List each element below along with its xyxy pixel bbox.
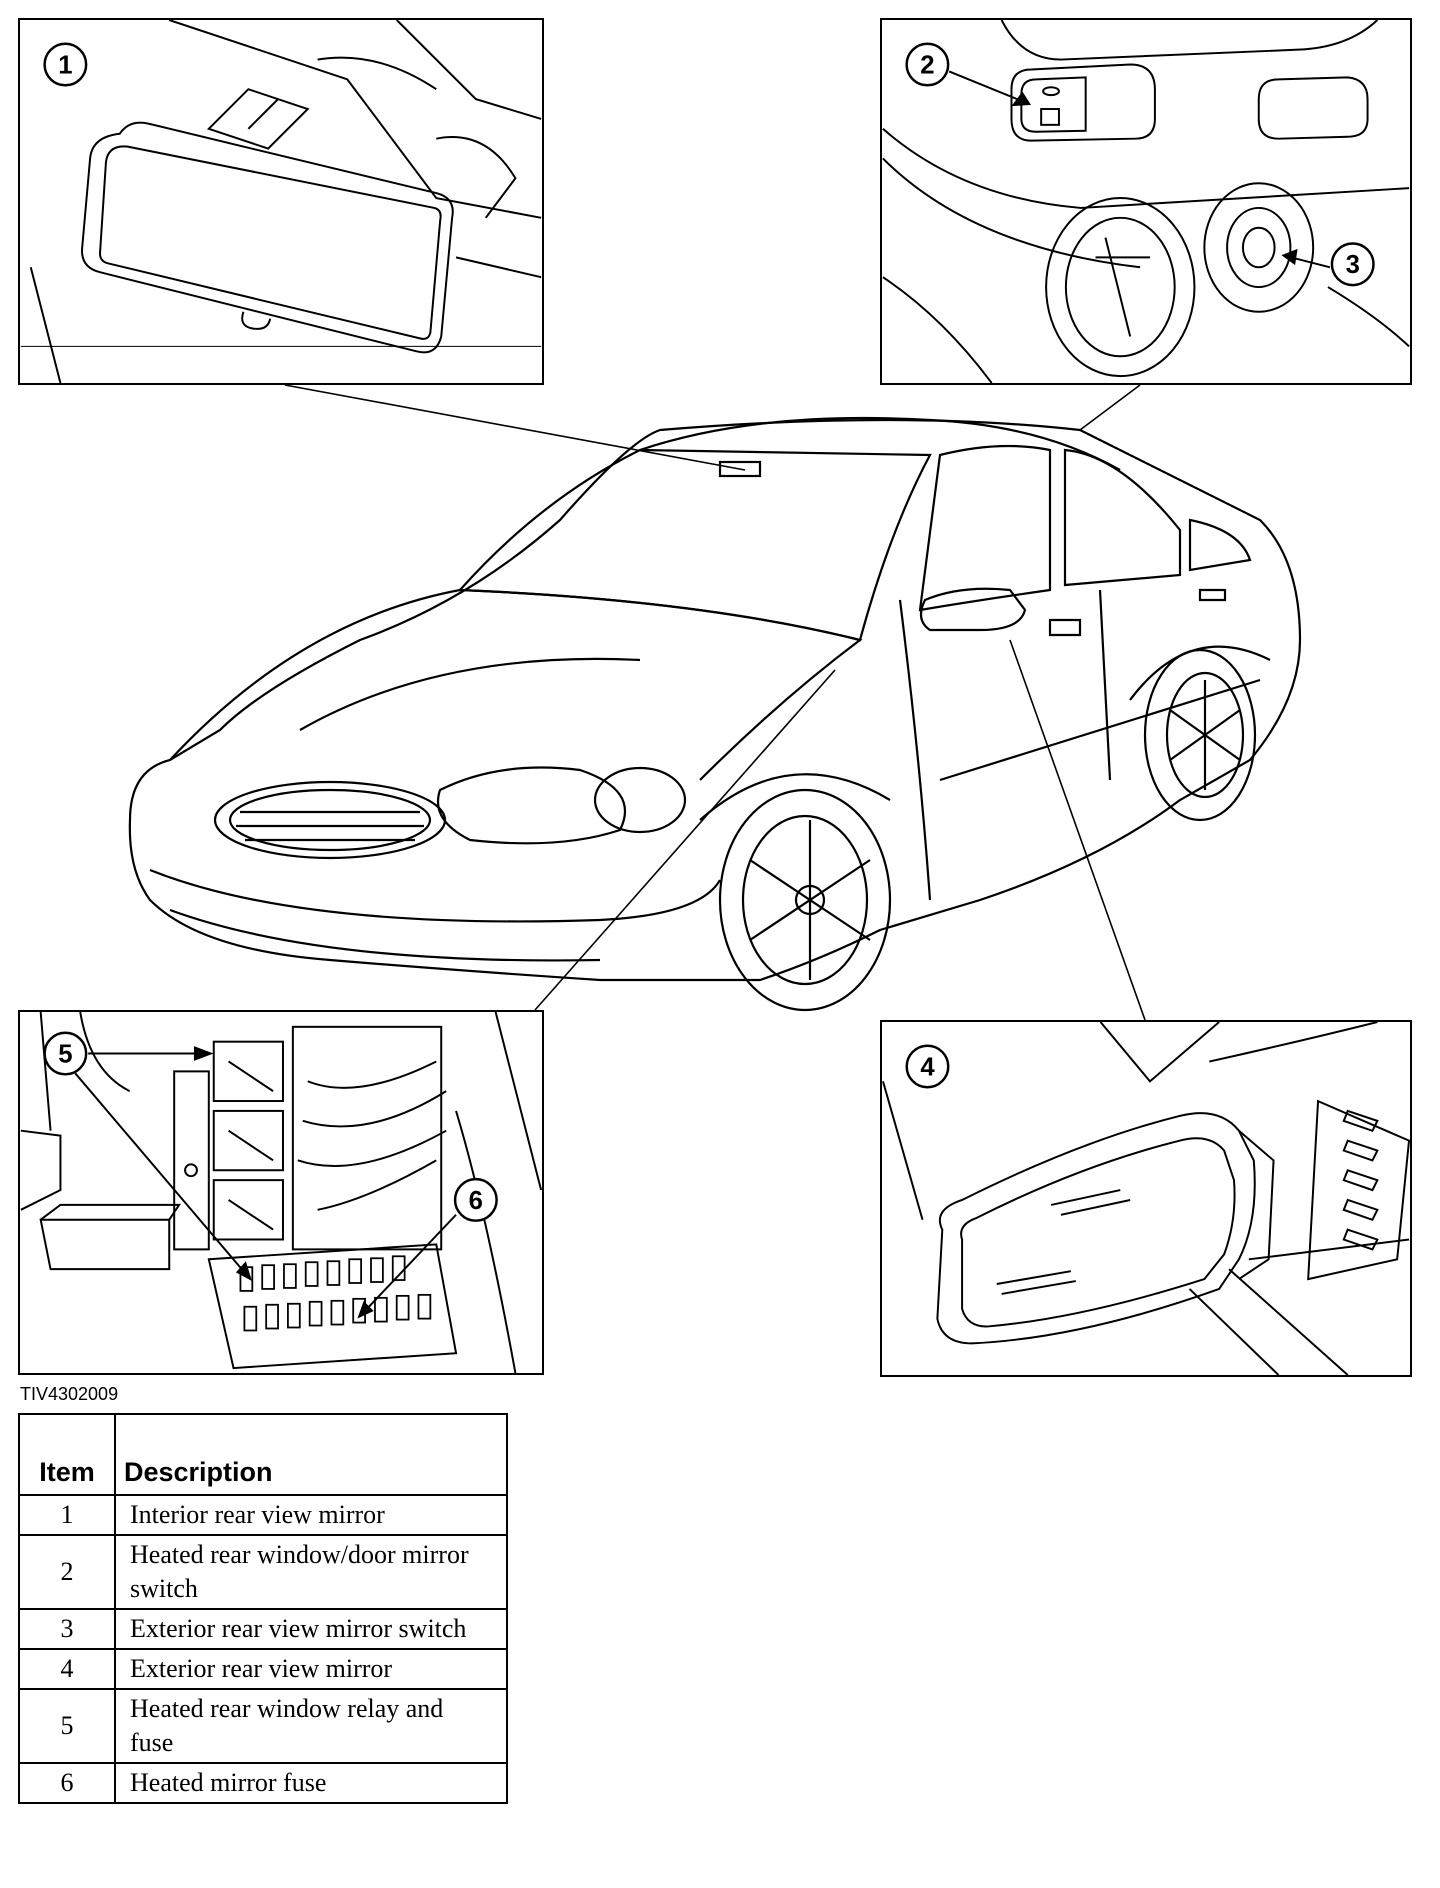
- table-row: 3 Exterior rear view mirror switch: [18, 1608, 508, 1650]
- detail-panel-fuse-box: 5 6: [18, 1010, 544, 1375]
- callout-3: 3: [1330, 242, 1375, 287]
- callout-1: 1: [43, 42, 88, 87]
- legend-item-description: Interior rear view mirror: [114, 1494, 508, 1536]
- table-row: 5 Heated rear window relay and fuse: [18, 1688, 508, 1764]
- legend-header-item: Item: [18, 1413, 116, 1496]
- figure-id: TIV4302009: [20, 1384, 119, 1404]
- detail-panel-dashboard-switches: 2 3: [880, 18, 1412, 385]
- callout-2: 2: [905, 42, 950, 87]
- legend-item-number: 4: [18, 1648, 116, 1690]
- callout-5: 5: [43, 1031, 88, 1076]
- legend-item-number: 6: [18, 1762, 116, 1804]
- legend-item-description: Exterior rear view mirror switch: [114, 1608, 508, 1650]
- fuse-box-drawing: 5 6: [20, 1012, 542, 1373]
- legend-item-number: 2: [18, 1534, 116, 1610]
- vehicle-illustration: [128, 384, 1302, 1021]
- legend-table: Item Description 1 Interior rear view mi…: [18, 1413, 508, 1804]
- svg-text:6: 6: [469, 1187, 483, 1215]
- table-row: 1 Interior rear view mirror: [18, 1494, 508, 1536]
- detail-panel-interior-mirror: 1: [18, 18, 544, 385]
- table-row: 2 Heated rear window/door mirror switch: [18, 1534, 508, 1610]
- table-row: 4 Exterior rear view mirror: [18, 1648, 508, 1690]
- svg-text:3: 3: [1346, 251, 1360, 279]
- interior-mirror-drawing: 1: [20, 20, 542, 383]
- svg-text:4: 4: [920, 1053, 935, 1081]
- legend-item-description: Heated mirror fuse: [114, 1762, 508, 1804]
- legend-header-description: Description: [114, 1413, 508, 1496]
- legend-item-number: 1: [18, 1494, 116, 1536]
- legend-item-description: Exterior rear view mirror: [114, 1648, 508, 1690]
- callout-6: 6: [453, 1177, 498, 1222]
- detail-panel-exterior-mirror: 4: [880, 1020, 1412, 1377]
- legend-item-number: 3: [18, 1608, 116, 1650]
- table-row: 6 Heated mirror fuse: [18, 1762, 508, 1804]
- svg-text:2: 2: [920, 51, 934, 79]
- svg-text:1: 1: [58, 51, 72, 79]
- exterior-mirror-drawing: 4: [882, 1022, 1410, 1375]
- callout-4: 4: [905, 1044, 950, 1089]
- legend-item-description: Heated rear window/door mirror switch: [114, 1534, 508, 1610]
- svg-text:5: 5: [58, 1040, 72, 1068]
- dashboard-switches-drawing: 2 3: [882, 20, 1410, 383]
- legend-header-row: Item Description: [18, 1413, 508, 1496]
- legend-item-number: 5: [18, 1688, 116, 1764]
- legend-item-description: Heated rear window relay and fuse: [114, 1688, 508, 1764]
